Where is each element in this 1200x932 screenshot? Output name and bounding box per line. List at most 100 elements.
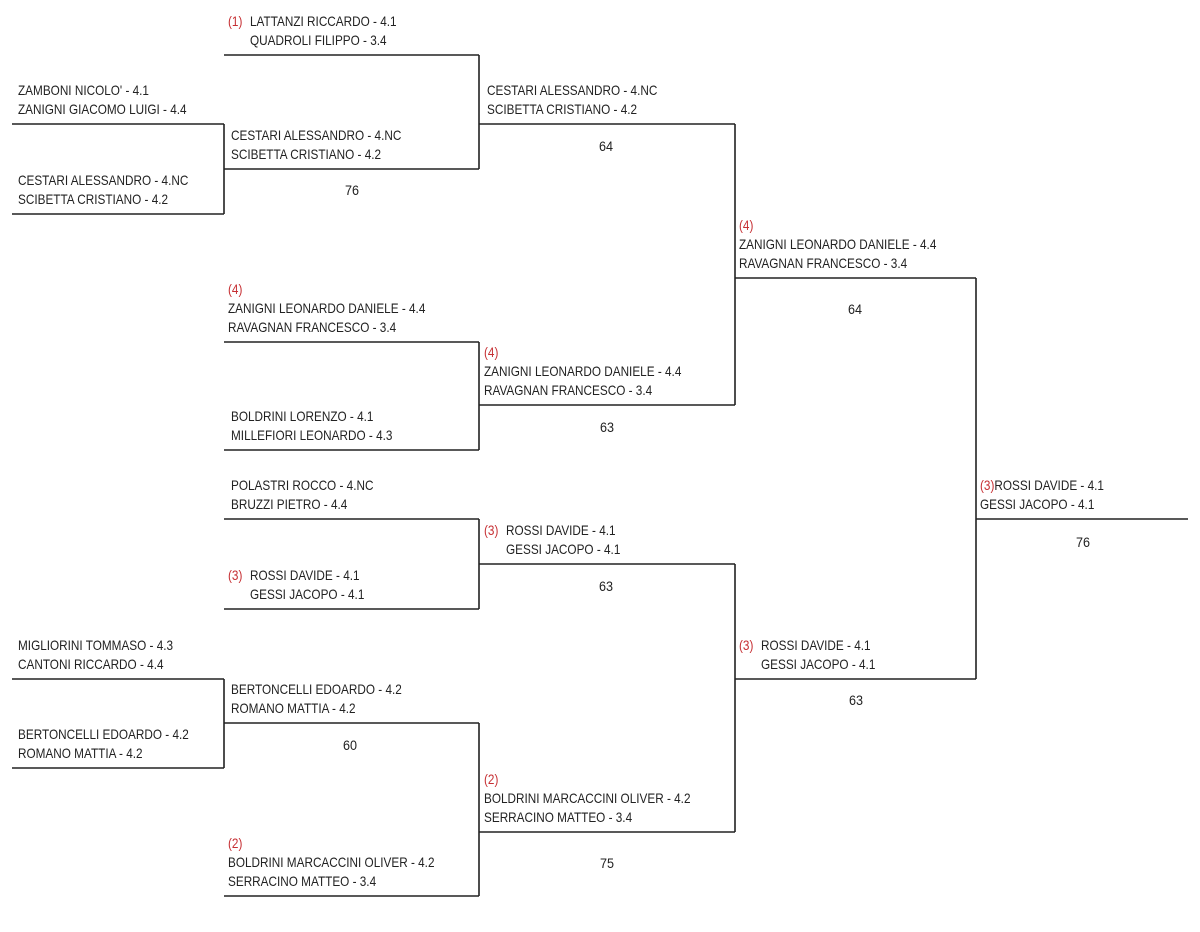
player-name: GESSI JACOPO - 4.1: [249, 586, 365, 602]
player-row: QUADROLI FILIPPO - 3.4: [228, 31, 397, 50]
match-score: 64: [598, 138, 614, 154]
match-score: 75: [599, 855, 615, 871]
player-row: MIGLIORINI TOMMASO - 4.3: [18, 636, 173, 655]
player-row: BOLDRINI LORENZO - 4.1: [231, 407, 392, 426]
match-score: 76: [1075, 534, 1091, 550]
player-name: GESSI JACOPO - 4.1: [760, 656, 876, 672]
player-name: CANTONI RICCARDO - 4.4: [18, 656, 164, 672]
player-name: ZANIGNI GIACOMO LUIGI - 4.4: [18, 101, 187, 117]
player-name: BOLDRINI MARCACCINI OLIVER - 4.2: [484, 790, 691, 806]
seed-label: (4): [739, 217, 754, 233]
player-name: MILLEFIORI LEONARDO - 4.3: [231, 427, 393, 443]
player-name: RAVAGNAN FRANCESCO - 3.4: [484, 382, 653, 398]
match-score: 60: [342, 737, 358, 753]
player-row: RAVAGNAN FRANCESCO - 3.4: [228, 318, 425, 337]
player-row: SERRACINO MATTEO - 3.4: [228, 872, 434, 891]
player-row: RAVAGNAN FRANCESCO - 3.4: [484, 381, 681, 400]
player-row: RAVAGNAN FRANCESCO - 3.4: [739, 254, 936, 273]
player-name: ROMANO MATTIA - 4.2: [18, 745, 143, 761]
player-row: BOLDRINI MARCACCINI OLIVER - 4.2: [228, 853, 434, 872]
seed-label: (2): [484, 771, 499, 787]
player-name: CESTARI ALESSANDRO - 4.NC: [18, 172, 189, 188]
seed-label: (3): [228, 567, 243, 583]
player-row: ZAMBONI NICOLO' - 4.1: [18, 81, 187, 100]
player-row: GESSI JACOPO - 4.1: [980, 495, 1104, 514]
player-name: BRUZZI PIETRO - 4.4: [231, 496, 348, 512]
player-name: SERRACINO MATTEO - 3.4: [484, 809, 633, 825]
player-row: CESTARI ALESSANDRO - 4.NC: [487, 81, 657, 100]
player-row: GESSI JACOPO - 4.1: [228, 585, 364, 604]
team-entry: POLASTRI ROCCO - 4.NC BRUZZI PIETRO - 4.4: [231, 476, 373, 514]
player-row: GESSI JACOPO - 4.1: [484, 540, 620, 559]
player-name: GESSI JACOPO - 4.1: [505, 541, 621, 557]
match-score: 76: [344, 182, 360, 198]
player-row: ZANIGNI LEONARDO DANIELE - 4.4: [484, 362, 681, 381]
player-name: BERTONCELLI EDOARDO - 4.2: [231, 681, 402, 697]
player-name: RAVAGNAN FRANCESCO - 3.4: [739, 255, 908, 271]
player-row: ZANIGNI GIACOMO LUIGI - 4.4: [18, 100, 187, 119]
player-row: MILLEFIORI LEONARDO - 4.3: [231, 426, 392, 445]
seed-label: (4): [484, 344, 499, 360]
seed-label: (3): [980, 477, 995, 493]
player-row: SCIBETTA CRISTIANO - 4.2: [231, 145, 401, 164]
match-score: 63: [848, 692, 864, 708]
player-row: BERTONCELLI EDOARDO - 4.2: [18, 725, 189, 744]
player-row: (3)ROSSI DAVIDE - 4.1: [980, 476, 1104, 495]
player-name: RAVAGNAN FRANCESCO - 3.4: [228, 319, 397, 335]
player-row: CESTARI ALESSANDRO - 4.NC: [18, 171, 188, 190]
player-name: CESTARI ALESSANDRO - 4.NC: [487, 82, 658, 98]
seed-label: (4): [228, 281, 243, 297]
player-row: BRUZZI PIETRO - 4.4: [231, 495, 373, 514]
player-row: (3)ROSSI DAVIDE - 4.1: [739, 636, 875, 655]
player-row: GESSI JACOPO - 4.1: [739, 655, 875, 674]
player-row: SCIBETTA CRISTIANO - 4.2: [18, 190, 188, 209]
player-name: ZANIGNI LEONARDO DANIELE - 4.4: [228, 300, 426, 316]
player-name: BOLDRINI MARCACCINI OLIVER - 4.2: [228, 854, 435, 870]
seed-label: (2): [228, 835, 243, 851]
player-row: ROMANO MATTIA - 4.2: [231, 699, 402, 718]
player-name: BERTONCELLI EDOARDO - 4.2: [18, 726, 189, 742]
seed-label: (1): [228, 13, 243, 29]
team-entry: CESTARI ALESSANDRO - 4.NC SCIBETTA CRISTI…: [18, 171, 188, 209]
player-row: POLASTRI ROCCO - 4.NC: [231, 476, 373, 495]
player-name: SERRACINO MATTEO - 3.4: [228, 873, 377, 889]
match-score: 64: [847, 301, 863, 317]
player-row: BERTONCELLI EDOARDO - 4.2: [231, 680, 402, 699]
seed-label: (3): [739, 637, 754, 653]
player-name: ROSSI DAVIDE - 4.1: [505, 522, 616, 538]
player-row: SERRACINO MATTEO - 3.4: [484, 808, 690, 827]
player-name: ROSSI DAVIDE - 4.1: [994, 477, 1104, 493]
match-score: 63: [598, 578, 614, 594]
player-name: POLASTRI ROCCO - 4.NC: [231, 477, 374, 493]
player-row: SCIBETTA CRISTIANO - 4.2: [487, 100, 657, 119]
player-name: ZANIGNI LEONARDO DANIELE - 4.4: [484, 363, 682, 379]
player-name: ROSSI DAVIDE - 4.1: [249, 567, 360, 583]
player-row: (1)LATTANZI RICCARDO - 4.1: [228, 12, 397, 31]
player-name: ROMANO MATTIA - 4.2: [231, 700, 356, 716]
team-entry: CESTARI ALESSANDRO - 4.NC SCIBETTA CRISTI…: [487, 81, 657, 119]
player-name: ZANIGNI LEONARDO DANIELE - 4.4: [739, 236, 937, 252]
player-row: (3)ROSSI DAVIDE - 4.1: [484, 521, 620, 540]
player-row: CANTONI RICCARDO - 4.4: [18, 655, 173, 674]
player-row: (3) ROSSI DAVIDE - 4.1: [228, 566, 364, 585]
player-row: ZANIGNI LEONARDO DANIELE - 4.4: [228, 299, 425, 318]
player-name: GESSI JACOPO - 4.1: [980, 496, 1095, 512]
match-score: 63: [599, 419, 615, 435]
